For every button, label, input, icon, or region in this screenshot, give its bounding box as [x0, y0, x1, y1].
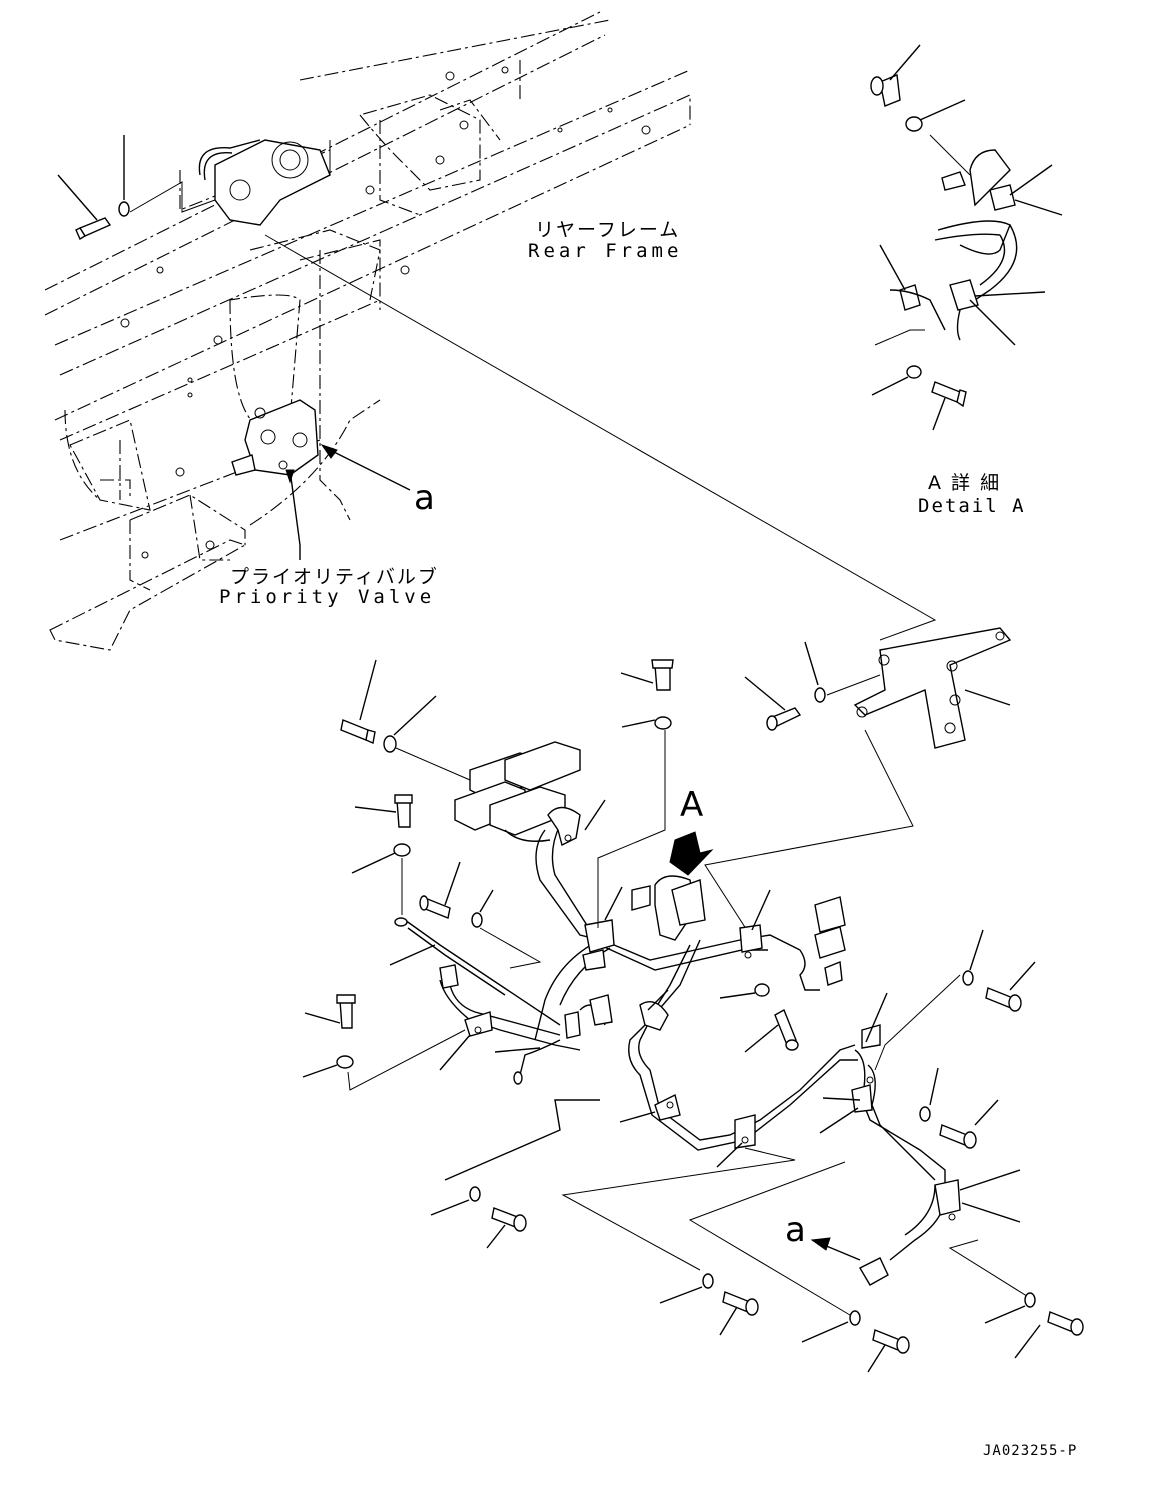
relay-block	[454, 741, 581, 842]
drawing-code: JA023255-P	[983, 1443, 1078, 1459]
control-valve	[198, 139, 331, 226]
priority-valve-label-en: Priority Valve	[219, 586, 436, 608]
ref-a-label-top: a	[414, 478, 435, 518]
rear-frame-label-en: Rear Frame	[528, 240, 683, 262]
fasteners	[302, 659, 1084, 1373]
rear-frame-label-jp: リヤーフレーム	[535, 219, 681, 241]
priority-valve	[231, 399, 319, 476]
harness-clamps	[464, 806, 961, 1221]
priority-valve-label-jp: プライオリティバルブ	[230, 566, 439, 588]
detail-a-label-jp: A 詳 細	[928, 472, 1002, 494]
detail-a-label-en: Detail A	[918, 495, 1026, 517]
frame-holes	[120, 66, 651, 559]
view-a-arrow	[669, 831, 714, 876]
bolt-bracket	[744, 641, 881, 731]
bolt-top-left	[57, 174, 112, 241]
connectors	[394, 875, 889, 1286]
view-a-label: A	[680, 785, 704, 825]
detail-a	[870, 44, 1063, 431]
harness-bracket	[853, 627, 1012, 749]
ref-a-label-bottom: a	[785, 1210, 806, 1250]
washer-top-left	[118, 135, 130, 217]
